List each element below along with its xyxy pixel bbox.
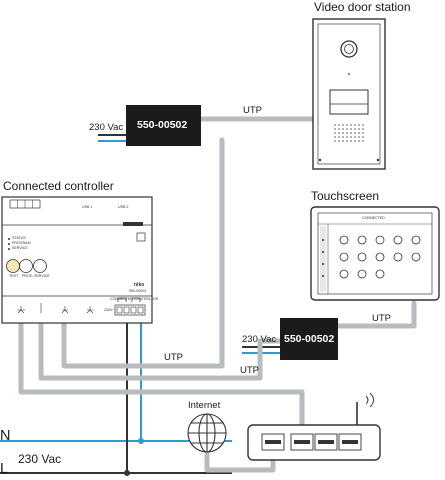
controller-led-program: PROGRAM: [12, 241, 31, 245]
touchscreen-device: [310, 206, 440, 301]
controller-header: CONNECTED CONTROLLER: [110, 297, 159, 301]
psu-bottom-code: 550-00502: [284, 333, 335, 345]
speaker-grille: [334, 124, 364, 142]
neutral-junction: [138, 438, 144, 444]
router: [247, 392, 381, 461]
controller-led-service: SERVICE: [12, 246, 28, 250]
controller-brand: niko: [134, 282, 145, 288]
neutral-label: N: [0, 428, 11, 444]
mains-voltage-label: 230 Vac: [18, 452, 62, 466]
video-door-station-label: Video door station: [314, 0, 411, 14]
service-button: [33, 259, 47, 273]
cable-psu2-controller: [38, 319, 283, 381]
name-plate: [329, 89, 369, 115]
touchscreen-button-grid: [339, 235, 421, 279]
utp-label-touchscreen: UTP: [372, 313, 391, 324]
connected-controller-label: Connected controller: [3, 179, 114, 193]
cable-controller-router: [18, 319, 305, 435]
connected-controller: [1, 196, 153, 324]
controller-btn-prog: PROG: [22, 274, 33, 278]
internet-label: Internet: [188, 400, 221, 411]
prog-button: [19, 259, 33, 273]
touchscreen-header: CONNECTED: [362, 216, 385, 220]
controller-usb2: USB 2: [118, 205, 129, 209]
controller-btn-service: SERVICE: [34, 274, 50, 278]
live-junction: [124, 470, 130, 476]
psu-top-code: 550-00502: [137, 119, 188, 131]
controller-btn-test: TEST: [9, 274, 19, 278]
psu-top: [126, 105, 201, 146]
video-door-station: [312, 18, 386, 170]
utp-label-door: UTP: [243, 105, 262, 116]
controller-usb1: USB 1: [82, 205, 93, 209]
utp-label-router: UTP: [240, 365, 259, 376]
cable-router-internet: [204, 449, 276, 473]
controller-voltage: 230V~: [104, 308, 115, 312]
live-label: L: [0, 461, 9, 477]
utp-label-controller: UTP: [164, 352, 183, 363]
ethernet-port-icons: [17, 303, 94, 314]
controller-led-status: STATUS: [12, 236, 26, 240]
cable-touch-psu2: [335, 300, 417, 329]
wifi-icon: [365, 392, 374, 408]
controller-model: 550-00003: [129, 289, 147, 293]
chip-icon: [136, 232, 146, 242]
test-button: [6, 259, 20, 273]
globe-icon: [187, 413, 227, 453]
psu-bottom: [280, 318, 338, 360]
touchscreen-label: Touchscreen: [311, 189, 380, 203]
psu1-voltage-label: 230 Vac: [89, 122, 124, 133]
psu2-voltage-label: 230 Vac: [242, 334, 277, 345]
cable-psu1-controller: [61, 137, 225, 369]
